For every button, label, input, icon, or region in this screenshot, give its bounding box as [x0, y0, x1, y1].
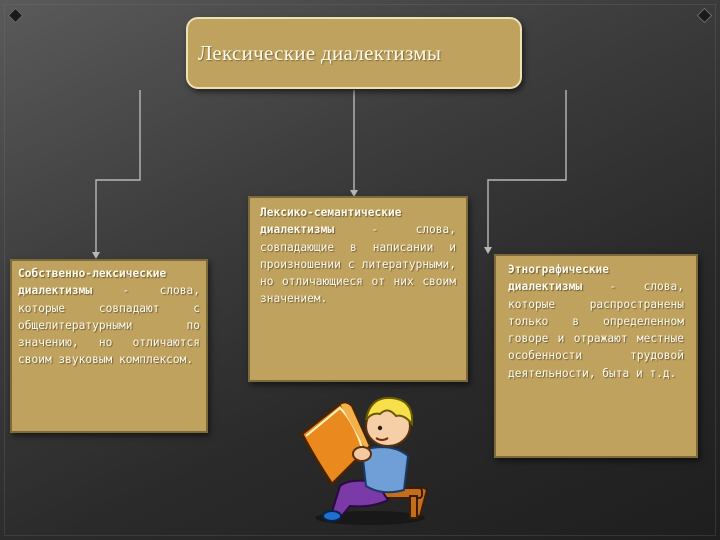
slide-frame: [4, 4, 716, 536]
box-own-lexical-text: Собственно-лексические диалектизмы - сло…: [18, 265, 200, 369]
diagram-title: Лексические диалектизмы: [198, 40, 442, 65]
box-lexico-semantic-term: Лексико-семантические диалектизмы: [260, 206, 402, 237]
box-ethnographic-text: Этнографические диалектизмы - слова, кот…: [508, 261, 684, 382]
box-lexico-semantic-text: Лексико-семантические диалектизмы - слов…: [260, 204, 456, 308]
box-own-lexical: Собственно-лексические диалектизмы - сло…: [10, 259, 208, 433]
box-own-lexical-definition: - слова, которые совпадают с общелитерат…: [18, 284, 200, 367]
box-ethnographic-definition: - слова, которые распространены только в…: [508, 280, 684, 380]
box-lexico-semantic-definition: - слова, совпадающие в написании и произ…: [260, 223, 456, 306]
box-own-lexical-term: Собственно-лексические диалектизмы: [18, 267, 167, 298]
box-ethnographic-term: Этнографические диалектизмы: [508, 263, 610, 294]
box-ethnographic: Этнографические диалектизмы - слова, кот…: [494, 254, 698, 458]
box-lexico-semantic: Лексико-семантические диалектизмы - слов…: [248, 196, 468, 382]
child-reading-book-illustration: [300, 396, 429, 525]
title-box: Лексические диалектизмы: [186, 17, 522, 89]
